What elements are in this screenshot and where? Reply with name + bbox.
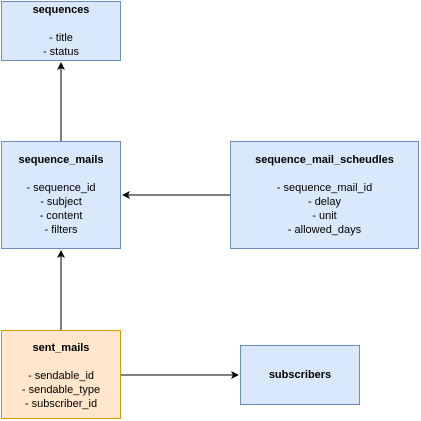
- node-fields: - sendable_id - sendable_type - subscrib…: [22, 369, 100, 411]
- node-title: sequence_mail_scheudles: [255, 154, 394, 166]
- node-field: - title: [49, 32, 73, 44]
- node-sequences: sequences - title - status: [1, 1, 121, 61]
- node-field: - sequence_mail_id: [276, 182, 373, 194]
- node-title: sequences: [32, 4, 90, 16]
- node-subscribers: subscribers: [240, 345, 360, 405]
- node-field: - status: [42, 46, 80, 58]
- node-field: - sendable_type: [21, 384, 101, 396]
- node-title: sent_mails: [32, 342, 90, 354]
- node-field: - sendable_id: [27, 370, 95, 382]
- node-fields: - sequence_mail_id - delay - unit - allo…: [277, 181, 372, 237]
- node-sequence-mails: sequence_mails - sequence_id - subject -…: [1, 141, 121, 249]
- node-fields: - title - status: [43, 31, 79, 59]
- node-title: subscribers: [268, 369, 332, 381]
- node-field: - subject: [40, 196, 82, 208]
- node-field: - subscriber_id: [24, 398, 98, 410]
- node-fields: - sequence_id - subject - content - filt…: [26, 181, 95, 237]
- node-field: - content: [39, 210, 83, 222]
- node-field: - filters: [44, 224, 78, 236]
- node-field: - allowed_days: [287, 224, 362, 236]
- node-title: sequence_mails: [18, 154, 104, 166]
- node-sent-mails: sent_mails - sendable_id - sendable_type…: [1, 330, 121, 419]
- node-field: - delay: [307, 196, 341, 208]
- node-sequence-mail-scheudles: sequence_mail_scheudles - sequence_mail_…: [230, 141, 419, 249]
- node-field: - unit: [312, 210, 337, 222]
- node-field: - sequence_id: [26, 182, 96, 194]
